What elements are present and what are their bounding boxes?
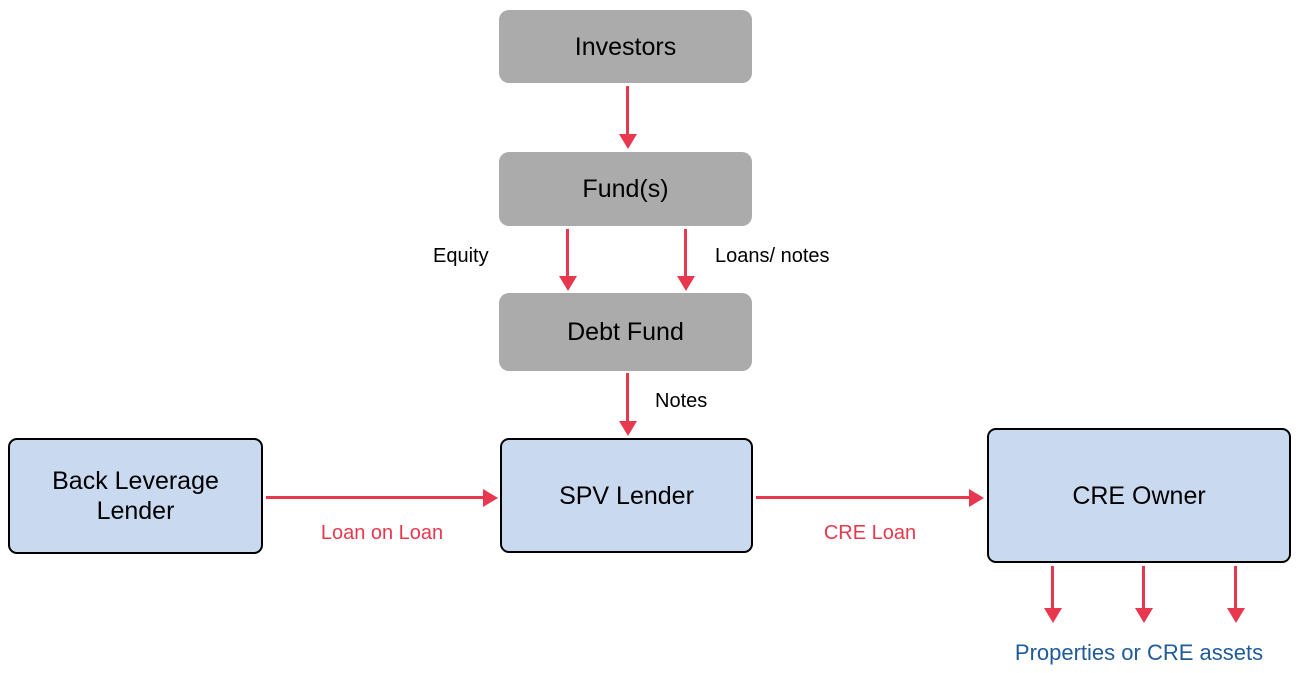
node-funds: Fund(s) (499, 152, 752, 226)
arrow-funds-to-debt-fund-equity (566, 229, 569, 276)
edge-label-loan-on-loan: Loan on Loan (320, 522, 444, 544)
arrow-funds-to-debt-fund-loans-notes (684, 229, 687, 276)
node-funds-label: Fund(s) (582, 175, 669, 203)
node-back-leverage-lender: Back Leverage Lender (8, 438, 263, 554)
node-cre-owner-label: CRE Owner (1072, 481, 1206, 510)
node-investors: Investors (499, 10, 752, 83)
node-investors-label: Investors (574, 32, 677, 61)
arrow-cre-owner-to-assets-3 (1234, 566, 1237, 608)
node-back-leverage-lender-label: Back Leverage Lender (52, 467, 219, 525)
arrow-back-leverage-to-spv-lender (266, 496, 483, 499)
arrow-cre-owner-to-assets-2 (1142, 566, 1145, 608)
edge-label-notes: Notes (655, 390, 708, 412)
arrow-debt-fund-to-spv-lender (626, 373, 629, 421)
edge-label-cre-loan: CRE Loan (823, 522, 917, 544)
node-spv-lender: SPV Lender (500, 438, 753, 553)
node-debt-fund: Debt Fund (499, 293, 752, 371)
node-debt-fund-label: Debt Fund (567, 318, 684, 346)
arrow-cre-owner-to-assets-1 (1051, 566, 1054, 608)
edge-label-loans-notes: Loans/ notes (715, 245, 830, 267)
node-spv-lender-label: SPV Lender (559, 481, 694, 510)
node-cre-owner: CRE Owner (987, 428, 1291, 563)
arrow-investors-to-funds (626, 86, 629, 134)
edge-label-equity: Equity (433, 245, 489, 267)
arrow-spv-lender-to-cre-owner (756, 496, 969, 499)
caption-properties-or-cre-assets: Properties or CRE assets (1014, 640, 1264, 665)
